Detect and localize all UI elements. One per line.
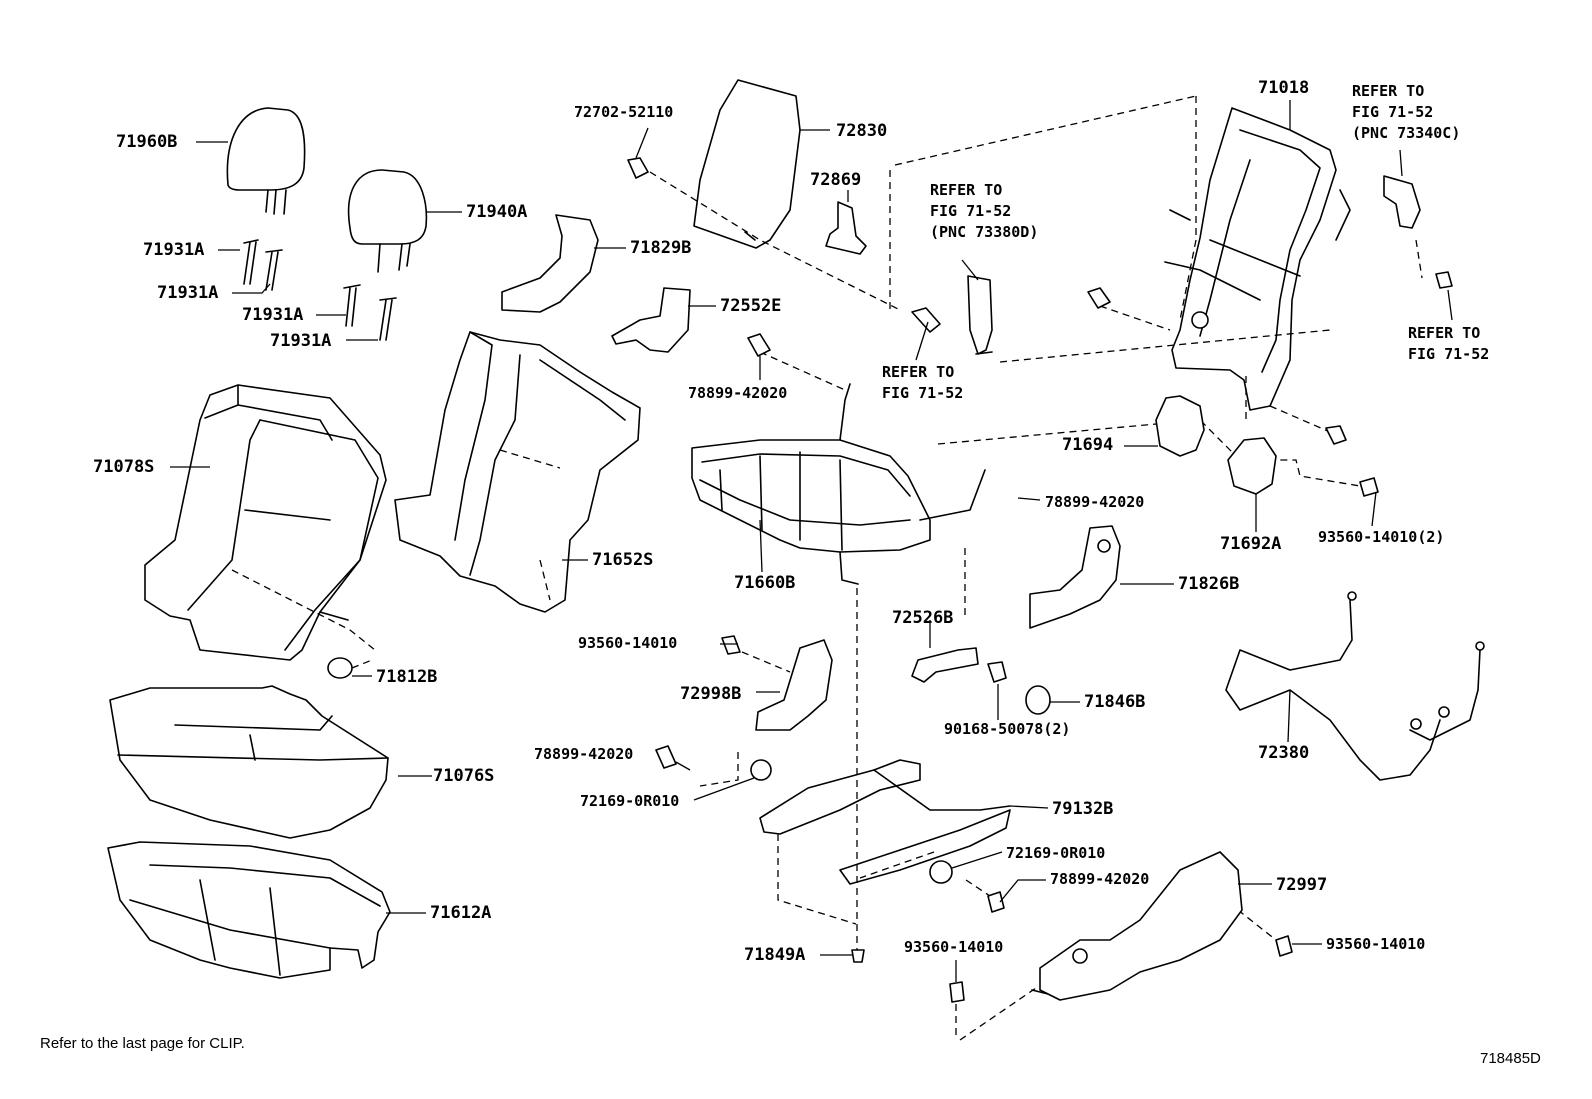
cap-71846B — [987, 661, 1051, 715]
ref-line: FIG 71-52 — [882, 384, 964, 402]
part-label-72869: 72869 — [810, 170, 862, 190]
part-label-71694: 71694 — [1062, 435, 1114, 455]
part-label-72830: 72830 — [836, 121, 888, 141]
cover-71652S — [394, 331, 641, 613]
rail-79132B — [699, 752, 1011, 925]
clip-72702 — [627, 157, 901, 311]
seatback-71078S — [144, 384, 387, 661]
part-label-71931A: 71931A — [157, 283, 219, 303]
part-label-72526B: 72526B — [892, 608, 954, 628]
washers — [750, 759, 953, 884]
part-label-71931A: 71931A — [143, 240, 205, 260]
part-label-71018: 71018 — [1258, 78, 1310, 98]
ref-line: FIG 71-52 — [1352, 103, 1434, 121]
part-label-71612A: 71612A — [430, 903, 492, 923]
part-label-72998B: 72998B — [680, 684, 742, 704]
cover-71694 — [1155, 395, 1205, 457]
reference-note-fig-71-52: REFER TO FIG 71-52 — [1408, 323, 1489, 365]
ref-line: REFER TO — [1408, 324, 1481, 342]
cover-71692A — [1227, 437, 1277, 495]
cover-72998B — [755, 639, 833, 731]
bracket-72869 — [825, 201, 867, 255]
part-label-78899-42020: 78899-42020 — [534, 745, 634, 763]
buckle-73340C — [1383, 175, 1423, 279]
part-label-78899-42020: 78899-42020 — [1045, 493, 1145, 511]
part-label-93560-14010-2: 93560-14010(2) — [1318, 528, 1445, 546]
part-label-93560-14010: 93560-14010 — [904, 938, 1004, 956]
part-label-71660B: 71660B — [734, 573, 796, 593]
part-label-72552E: 72552E — [720, 296, 782, 316]
reference-note-73340C: REFER TO FIG 71-52 (PNC 73340C) — [1352, 81, 1460, 144]
cushion-71076S — [109, 685, 389, 839]
part-label-71692A: 71692A — [1220, 534, 1282, 554]
bolts-center — [747, 271, 1453, 497]
part-label-71849A: 71849A — [744, 945, 806, 965]
buckle-73380D — [967, 275, 993, 355]
part-label-72997: 72997 — [1276, 875, 1328, 895]
part-label-79132B: 79132B — [1052, 799, 1114, 819]
part-label-72169-0R010: 72169-0R010 — [580, 792, 680, 810]
part-label-78899-42020: 78899-42020 — [1050, 870, 1150, 888]
part-label-93560-14010: 93560-14010 — [578, 634, 678, 652]
lever-72526B — [911, 647, 979, 683]
part-label-71076S: 71076S — [433, 766, 495, 786]
part-label-71960B: 71960B — [116, 132, 178, 152]
cover-71826B — [1029, 525, 1121, 629]
part-label-71940A: 71940A — [466, 202, 528, 222]
headrest-71960B — [226, 107, 306, 215]
clip-footnote: Refer to the last page for CLIP. — [40, 1035, 245, 1052]
cable-72380 — [1225, 591, 1485, 781]
part-label-72702-52110: 72702-52110 — [574, 103, 674, 121]
back-frame-71018 — [889, 95, 1361, 487]
guide-pins-71931A — [243, 239, 397, 341]
part-label-78899-42020: 78899-42020 — [688, 384, 788, 402]
trim-71829B — [501, 214, 599, 313]
ref-line: REFER TO — [930, 181, 1003, 199]
back-board-72830 — [693, 79, 801, 249]
cover-72997 — [1031, 851, 1243, 1001]
reference-note-73380D: REFER TO FIG 71-52 (PNC 73380D) — [930, 180, 1038, 243]
part-label-71829B: 71829B — [630, 238, 692, 258]
part-label-71931A: 71931A — [270, 331, 332, 351]
ref-line: (PNC 73340C) — [1352, 124, 1461, 142]
ref-line: (PNC 73380D) — [930, 223, 1039, 241]
part-label-90168-50078: 90168-50078(2) — [944, 720, 1071, 738]
part-label-71826B: 71826B — [1178, 574, 1240, 594]
ref-line: FIG 71-52 — [1408, 345, 1490, 363]
part-label-71078S: 71078S — [93, 457, 155, 477]
part-label-71931A: 71931A — [242, 305, 304, 325]
part-label-71846B: 71846B — [1084, 692, 1146, 712]
plug-71812B — [327, 657, 373, 679]
cushion-pad-71612A — [107, 841, 391, 979]
leader-lines — [170, 100, 1453, 982]
ref-line: FIG 71-52 — [930, 202, 1012, 220]
cover-72552E — [611, 287, 691, 353]
diagram-id: 718485D — [1480, 1050, 1541, 1067]
part-label-71812B: 71812B — [376, 667, 438, 687]
cushion-frame-71660B — [691, 351, 986, 950]
ref-line: REFER TO — [1352, 82, 1425, 100]
part-label-72380: 72380 — [1258, 743, 1310, 763]
ref-line: REFER TO — [882, 363, 955, 381]
reference-note-fig-71-52: REFER TO FIG 71-52 — [882, 362, 963, 404]
part-label-93560-14010: 93560-14010 — [1326, 935, 1426, 953]
bolts-lower — [655, 635, 1293, 1041]
headrest-71940A — [347, 169, 428, 273]
part-label-71652S: 71652S — [592, 550, 654, 570]
part-label-72169-0R010: 72169-0R010 — [1006, 844, 1106, 862]
